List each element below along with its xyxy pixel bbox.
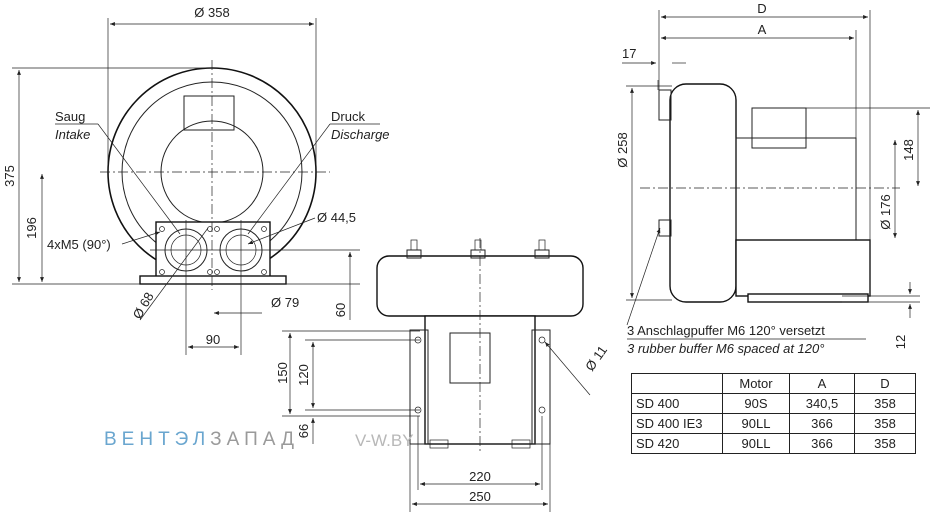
dim-66: 66 xyxy=(296,424,311,438)
watermark-part1: ВЕНТЭЛ xyxy=(104,429,211,450)
terminal-box-side xyxy=(751,107,807,149)
dim-250: 250 xyxy=(469,489,491,504)
table-cell: 90S xyxy=(722,393,790,414)
table-cell: 340,5 xyxy=(789,393,855,414)
table-cell: 366 xyxy=(789,433,855,454)
label-druck: Druck xyxy=(331,109,365,124)
dim-196: 196 xyxy=(24,217,39,239)
table-cell: 366 xyxy=(789,413,855,434)
housing-side xyxy=(669,83,737,303)
label-saug: Saug xyxy=(55,109,85,124)
side-view: D A 17 Ø 258 148 Ø 176 12 3 Anschlagpuff… xyxy=(615,1,930,356)
dim-dia-79: Ø 79 xyxy=(271,295,299,310)
dim-thread: 4xM5 (90°) xyxy=(47,237,111,252)
watermark-url: V-W.BY xyxy=(355,431,414,450)
terminal-box xyxy=(183,95,235,131)
table-header xyxy=(631,373,723,394)
dim-dia-176: Ø 176 xyxy=(878,194,893,229)
dim-148: 148 xyxy=(901,139,916,161)
watermark: ВЕНТЭЛЗАПАД xyxy=(104,429,299,451)
dim-60: 60 xyxy=(333,303,348,317)
table-row: SD 400 90S 340,5 358 xyxy=(631,393,916,414)
table-cell: SD 400 IE3 xyxy=(631,413,723,434)
motor-side xyxy=(735,137,857,243)
table-cell: 90LL xyxy=(722,433,790,454)
table-header: D xyxy=(854,373,916,394)
label-buffer-de: 3 Anschlagpuffer M6 120° versetzt xyxy=(627,323,825,338)
dim-dia-68: Ø 68 xyxy=(130,290,157,322)
front-view: Ø 358 375 196 4xM5 (90°) Ø 44,5 Ø 68 Ø 7… xyxy=(2,5,390,355)
table-cell: SD 420 xyxy=(631,433,723,454)
label-intake: Intake xyxy=(55,127,90,142)
dim-12: 12 xyxy=(893,335,908,349)
table-row: SD 400 IE3 90LL 366 358 xyxy=(631,413,916,434)
dim-375: 375 xyxy=(2,165,17,187)
table-header: Motor xyxy=(722,373,790,394)
table-cell: 358 xyxy=(854,393,916,414)
model-table: Motor A D SD 400 90S 340,5 358 SD 400 IE… xyxy=(631,373,916,454)
dim-150: 150 xyxy=(275,362,290,384)
table-header-row: Motor A D xyxy=(631,373,916,394)
table-cell: 90LL xyxy=(722,413,790,434)
table-cell: SD 400 xyxy=(631,393,723,414)
table-cell: 358 xyxy=(854,413,916,434)
table-header: A xyxy=(789,373,855,394)
dim-120: 120 xyxy=(296,364,311,386)
dim-dia-358: Ø 358 xyxy=(194,5,229,20)
dim-dia-258: Ø 258 xyxy=(615,132,630,167)
dim-A: A xyxy=(758,22,767,37)
port-block xyxy=(155,221,271,281)
label-buffer-en: 3 rubber buffer M6 spaced at 120° xyxy=(627,341,824,356)
dim-17: 17 xyxy=(622,46,636,61)
watermark-part2: ЗАПАД xyxy=(210,429,299,450)
dim-90: 90 xyxy=(206,332,220,347)
base-plate xyxy=(139,275,287,285)
table-cell: 358 xyxy=(854,433,916,454)
top-view: 150 120 66 220 250 Ø 11 xyxy=(275,238,610,512)
table-row: SD 420 90LL 366 358 xyxy=(631,433,916,454)
dim-D: D xyxy=(757,1,766,16)
label-discharge: Discharge xyxy=(331,127,390,142)
dim-220: 220 xyxy=(469,469,491,484)
dim-dia-44-5: Ø 44,5 xyxy=(317,210,356,225)
dim-dia-11: Ø 11 xyxy=(582,343,610,374)
